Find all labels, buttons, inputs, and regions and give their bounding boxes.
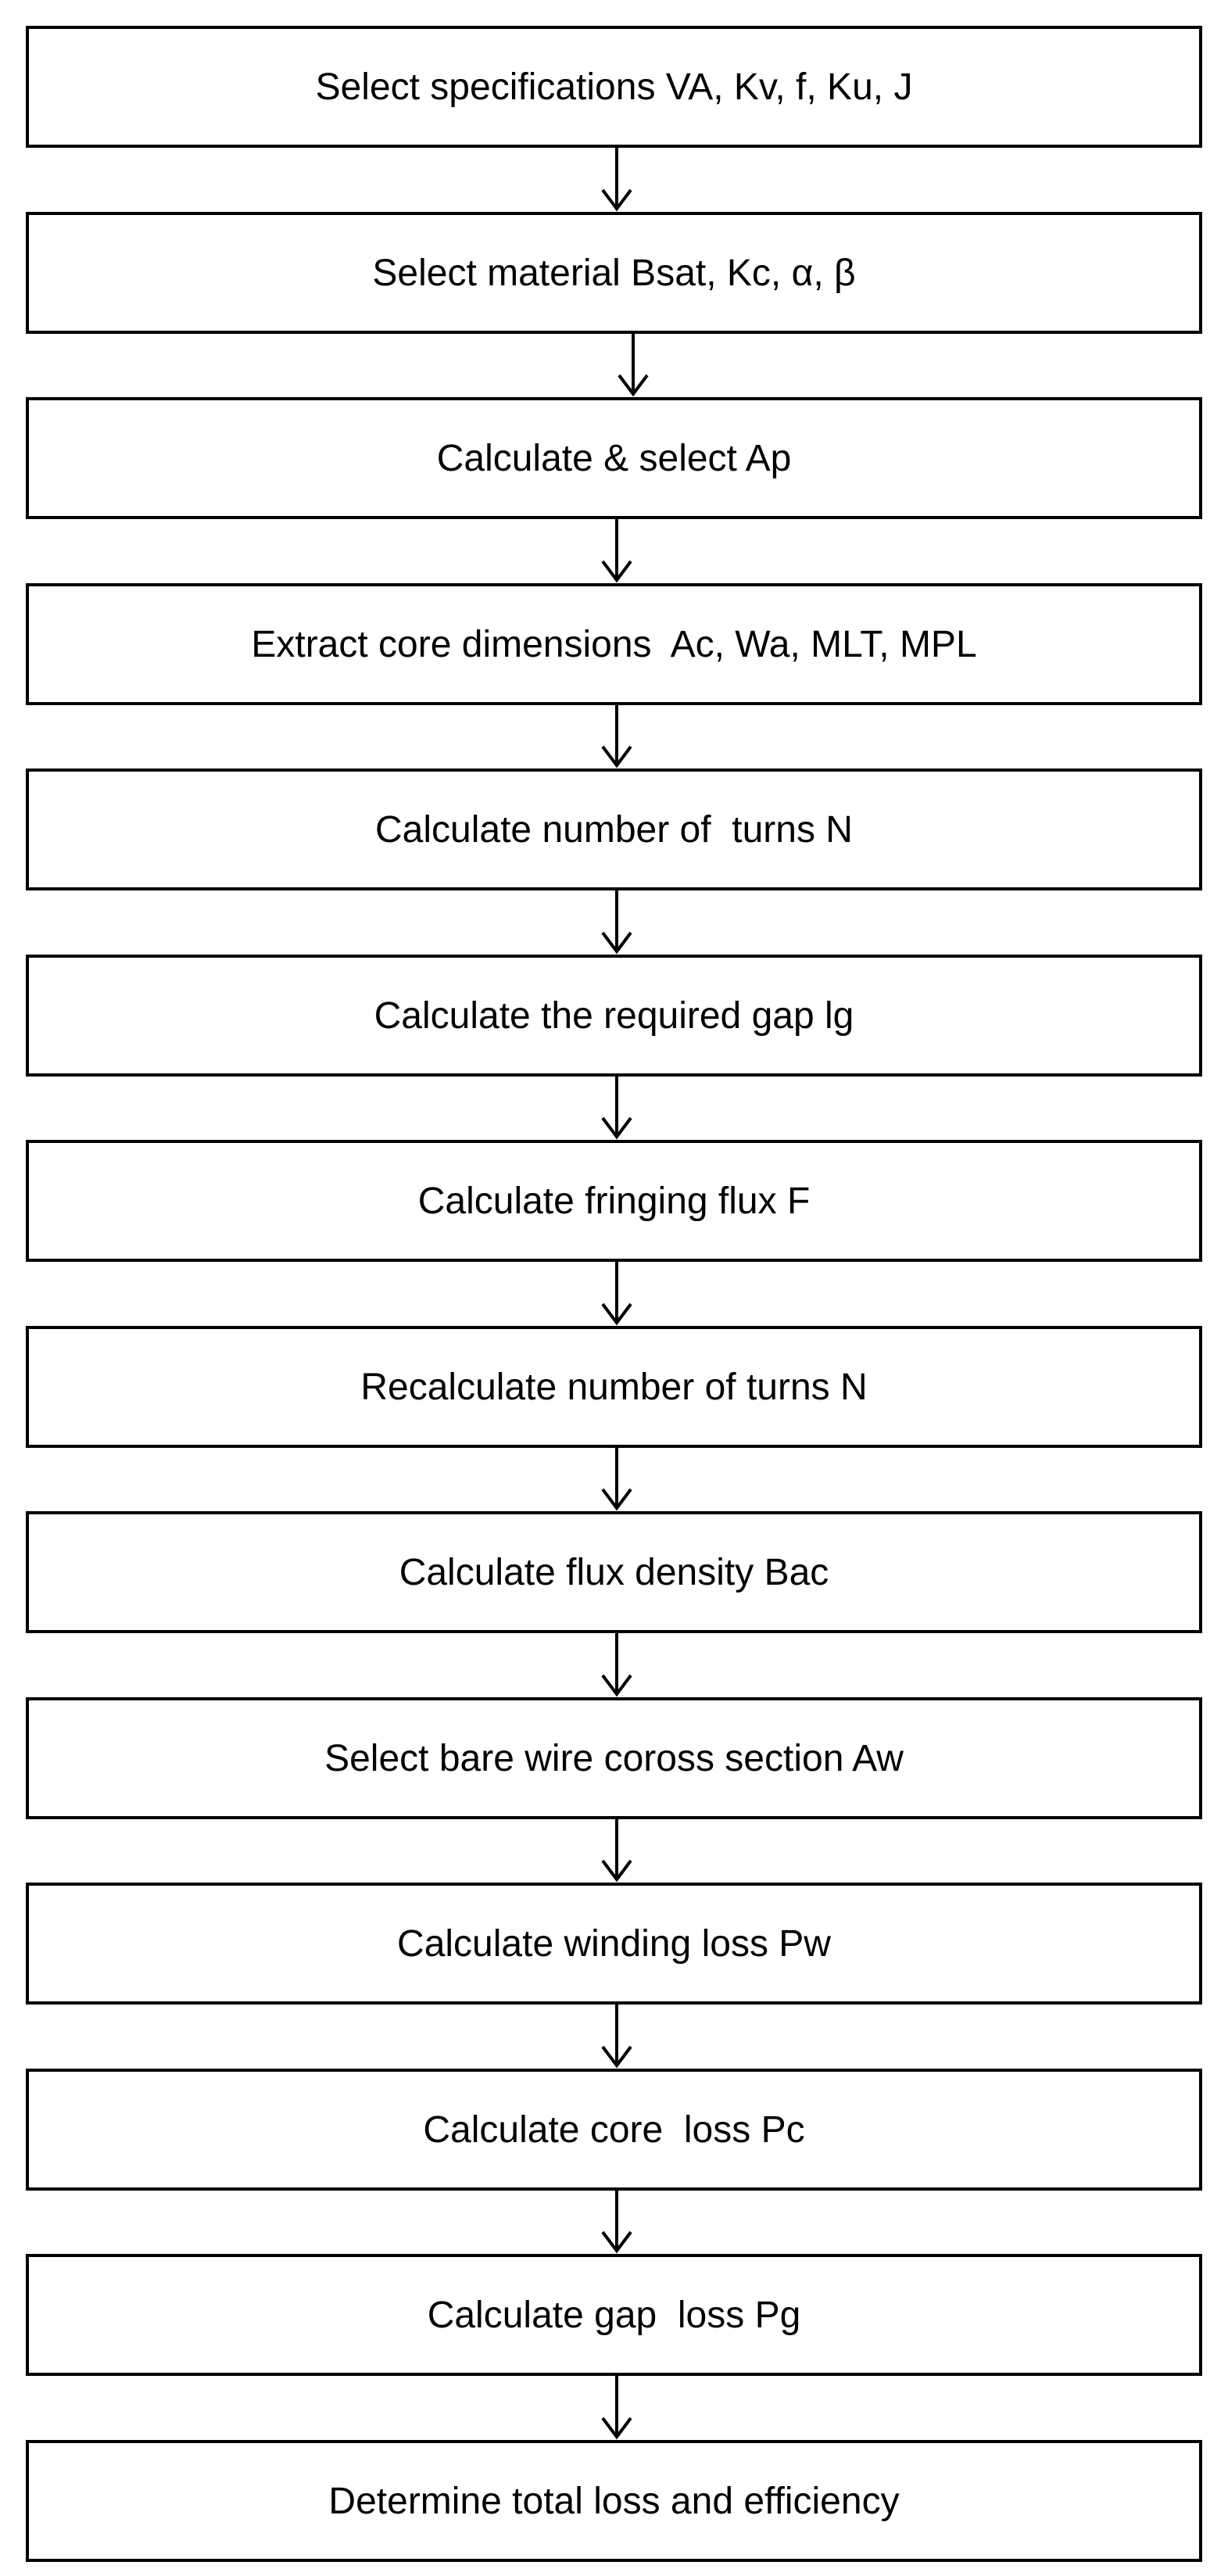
- arrow-head: [601, 2045, 632, 2069]
- flow-arrow: [601, 1077, 632, 1140]
- step-label: Calculate number of turns N: [375, 808, 853, 851]
- arrow-head: [601, 1116, 632, 1140]
- arrow-head: [601, 745, 632, 769]
- arrow-head: [601, 1302, 632, 1326]
- step-label: Calculate core loss Pc: [423, 2108, 805, 2151]
- arrow-head: [601, 931, 632, 955]
- arrow-head: [601, 1859, 632, 1883]
- flow-arrow: [601, 2376, 632, 2440]
- step-calculate-core-loss: Calculate core loss Pc: [26, 2069, 1202, 2191]
- flow-arrow: [601, 1262, 632, 1326]
- flow-arrow: [601, 1448, 632, 1511]
- step-label: Extract core dimensions Ac, Wa, MLT, MPL: [251, 623, 977, 665]
- flow-arrow: [601, 890, 632, 955]
- flow-arrow: [601, 519, 632, 583]
- step-label: Select bare wire coross section Aw: [324, 1737, 904, 1779]
- flow-arrow: [601, 148, 632, 212]
- flow-arrow: [601, 1633, 632, 1697]
- arrow-head: [601, 2230, 632, 2254]
- flow-arrow: [618, 334, 649, 397]
- step-select-material: Select material Bsat, Kc, α, β: [26, 212, 1202, 334]
- arrow-head: [601, 1674, 632, 1697]
- step-recalculate-turns: Recalculate number of turns N: [26, 1326, 1202, 1448]
- step-calculate-fringing-flux: Calculate fringing flux F: [26, 1140, 1202, 1262]
- flow-arrow: [601, 705, 632, 769]
- step-label: Select material Bsat, Kc, α, β: [372, 252, 856, 294]
- step-calculate-flux-density: Calculate flux density Bac: [26, 1511, 1202, 1633]
- step-label: Recalculate number of turns N: [360, 1366, 868, 1408]
- step-calculate-turns: Calculate number of turns N: [26, 769, 1202, 890]
- step-label: Calculate fringing flux F: [417, 1180, 811, 1222]
- step-label: Calculate the required gap lg: [374, 994, 854, 1037]
- step-calculate-gap: Calculate the required gap lg: [26, 955, 1202, 1077]
- step-label: Calculate gap loss Pg: [427, 2294, 801, 2336]
- flow-arrow: [601, 1819, 632, 1883]
- step-determine-total-loss: Determine total loss and efficiency: [26, 2440, 1202, 2562]
- step-select-wire-cross-section: Select bare wire coross section Aw: [26, 1697, 1202, 1819]
- step-calculate-select-ap: Calculate & select Ap: [26, 397, 1202, 519]
- step-label: Calculate flux density Bac: [399, 1551, 829, 1593]
- step-label: Calculate & select Ap: [436, 437, 792, 479]
- flow-arrow: [601, 2191, 632, 2254]
- arrow-head: [618, 374, 649, 397]
- step-label: Determine total loss and efficiency: [328, 2480, 900, 2522]
- step-calculate-winding-loss: Calculate winding loss Pw: [26, 1883, 1202, 2005]
- step-calculate-gap-loss: Calculate gap loss Pg: [26, 2254, 1202, 2376]
- arrow-head: [601, 560, 632, 583]
- step-label: Calculate winding loss Pw: [397, 1922, 831, 1965]
- flow-arrow: [601, 2005, 632, 2069]
- step-extract-core-dimensions: Extract core dimensions Ac, Wa, MLT, MPL: [26, 583, 1202, 705]
- step-label: Select specifications VA, Kv, f, Ku, J: [315, 66, 913, 108]
- arrow-head: [601, 1488, 632, 1511]
- step-select-specifications: Select specifications VA, Kv, f, Ku, J: [26, 26, 1202, 148]
- arrow-head: [601, 2417, 632, 2440]
- arrow-head: [601, 188, 632, 212]
